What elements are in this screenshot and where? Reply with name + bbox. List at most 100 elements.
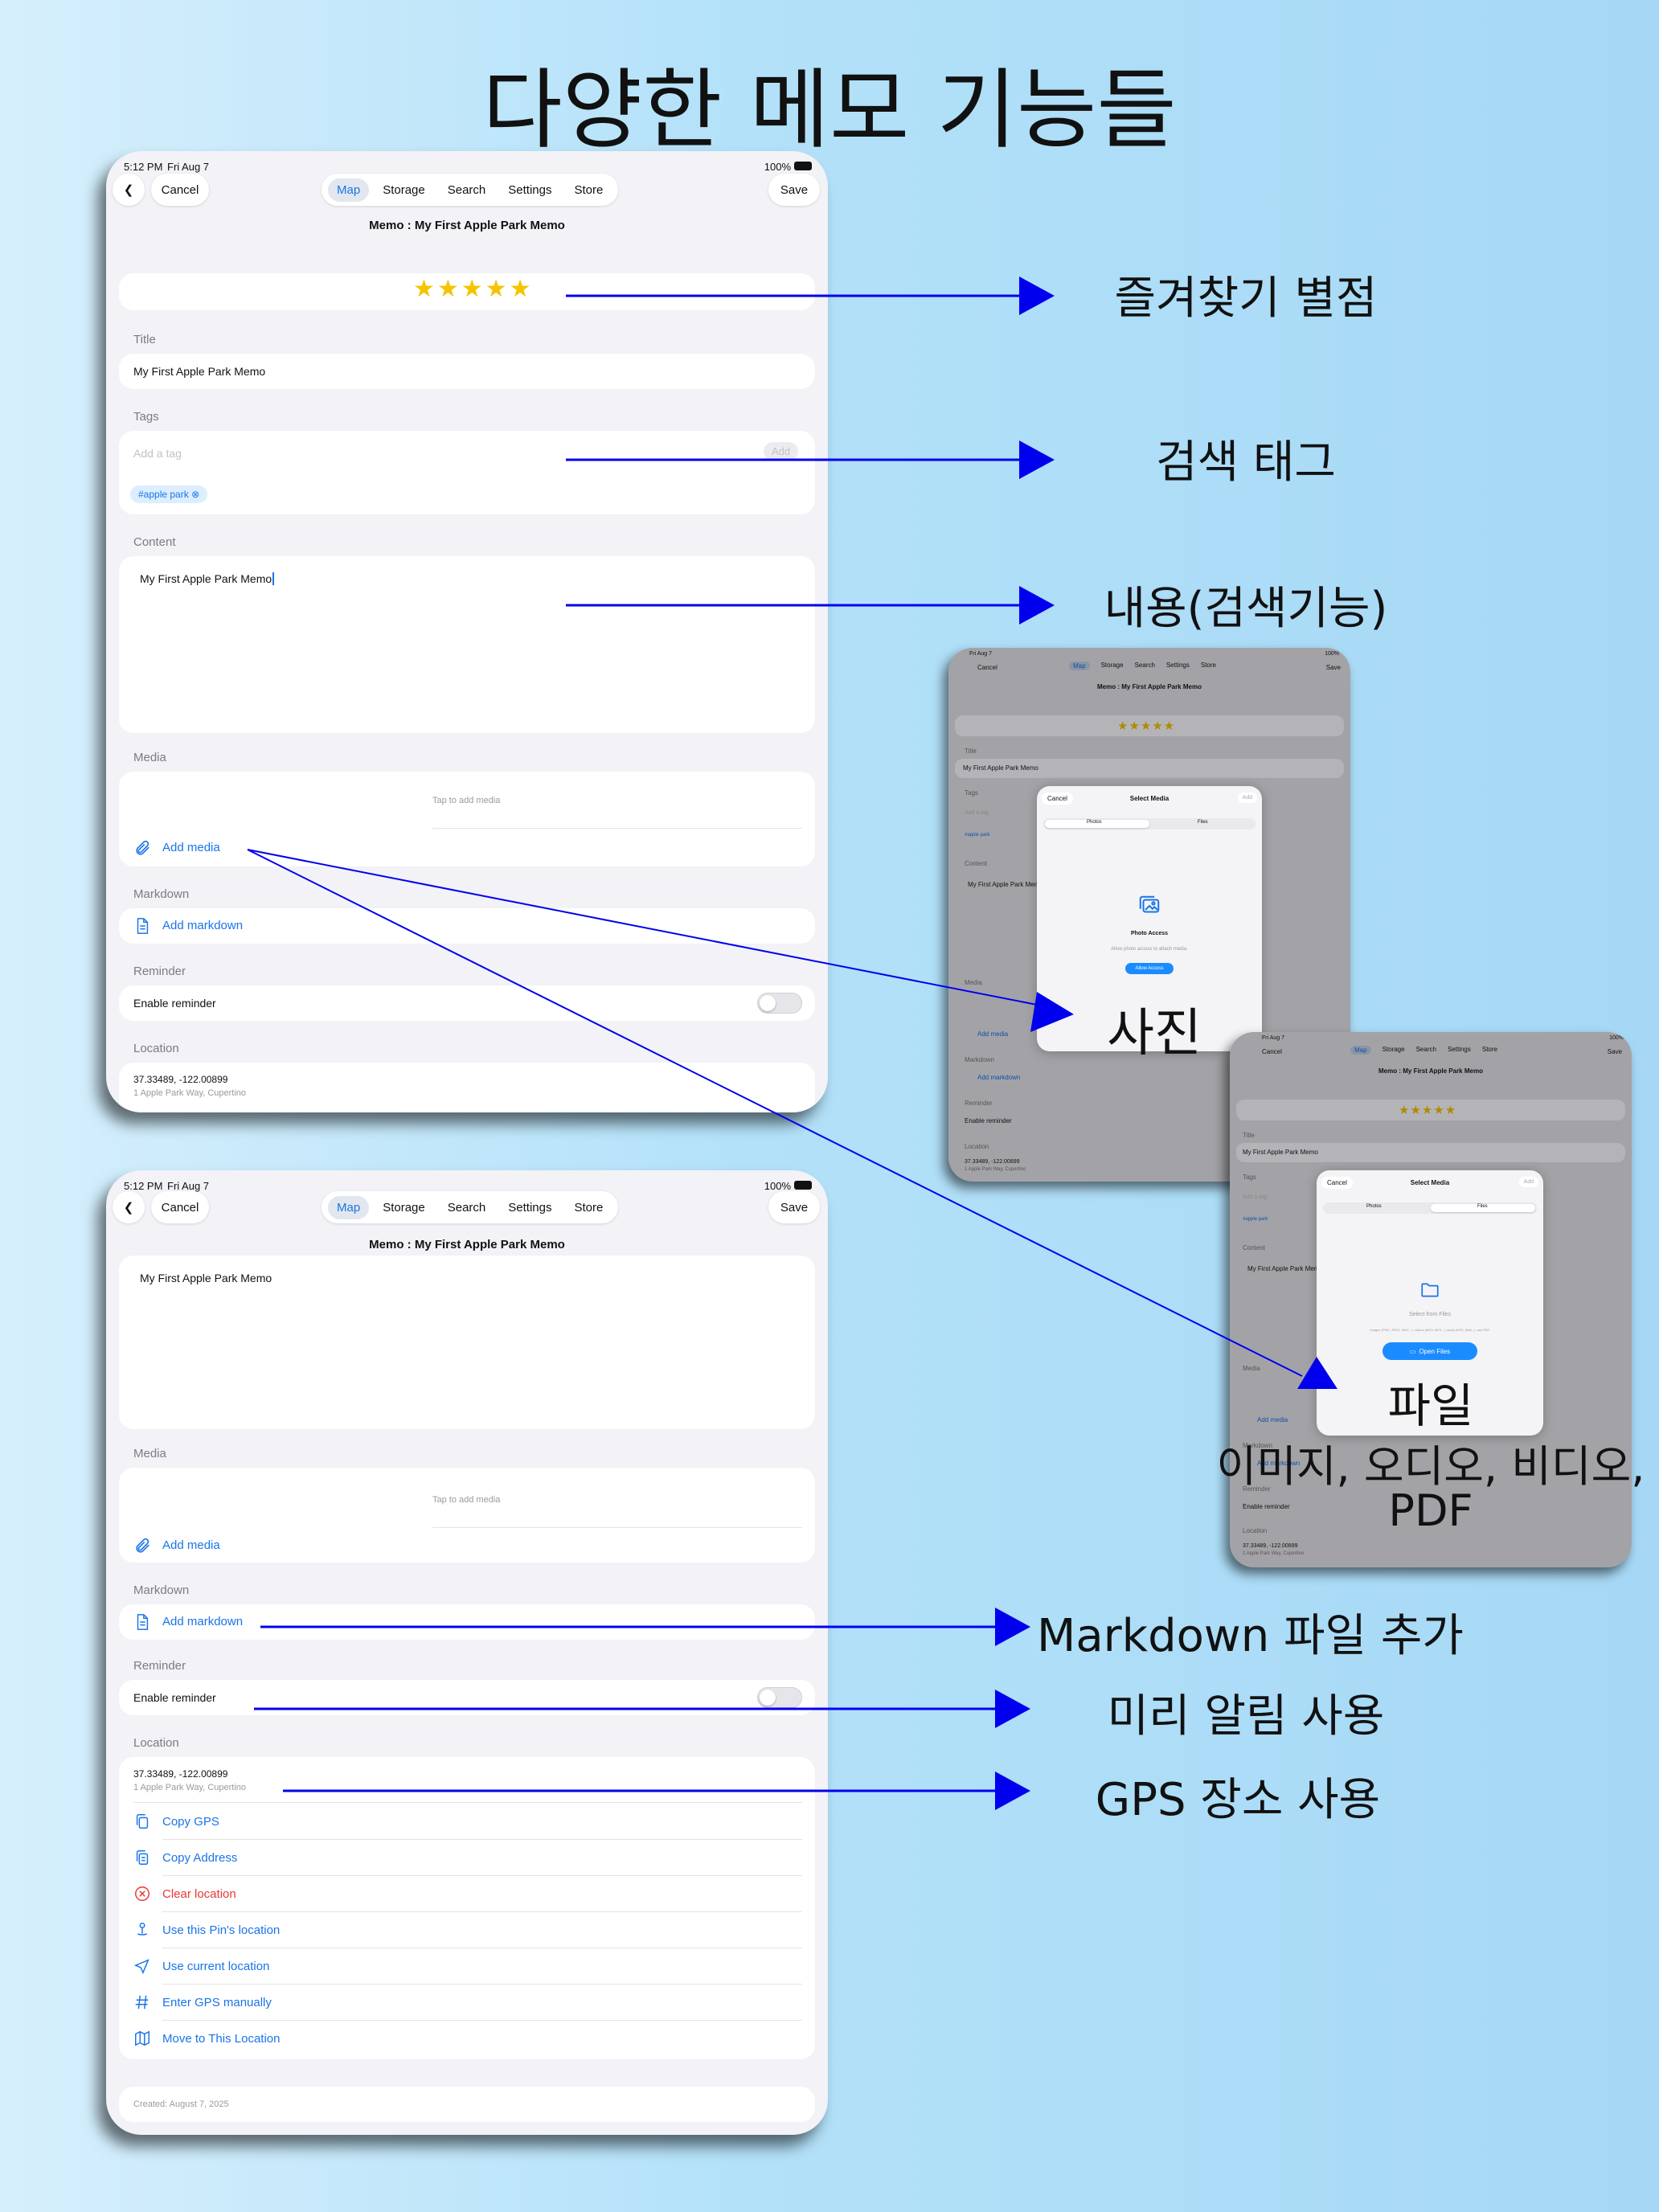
save-button[interactable]: Save: [768, 174, 820, 206]
sheet-add-button[interactable]: Add: [1518, 1177, 1538, 1187]
star-rating[interactable]: ★★★★★: [1399, 1104, 1457, 1117]
tab-store[interactable]: Store: [574, 182, 604, 197]
allow-access-button[interactable]: Allow Access: [1125, 963, 1174, 974]
callout-markdown: Markdown 파일 추가: [1037, 1610, 1464, 1662]
location-divider: [133, 1802, 802, 1803]
tag-input[interactable]: Add a tag: [965, 810, 989, 816]
arrowhead-favorites: [1019, 276, 1055, 315]
clear-location-button[interactable]: Clear location: [162, 1887, 236, 1901]
segment-photos-label[interactable]: Photos: [1366, 1204, 1382, 1209]
location-address: 1 Apple Park Way, Cupertino: [965, 1167, 1026, 1172]
add-markdown-button[interactable]: Add markdown: [1257, 1460, 1301, 1467]
add-media-button[interactable]: Add media: [1257, 1416, 1288, 1423]
location-coords: 37.33489, -122.00899: [965, 1159, 1020, 1165]
tab-search[interactable]: Search: [1415, 1046, 1436, 1053]
add-media-button[interactable]: Add media: [977, 1030, 1009, 1038]
segment-photos[interactable]: [1045, 820, 1149, 828]
tab-storage[interactable]: Storage: [383, 1200, 425, 1215]
memo-heading: Memo : My First Apple Park Memo: [369, 219, 565, 232]
add-markdown-button[interactable]: Add markdown: [977, 1074, 1021, 1081]
add-media-button[interactable]: Add media: [162, 1538, 220, 1552]
tab-search[interactable]: Search: [447, 182, 486, 197]
tab-store[interactable]: Store: [1481, 1046, 1497, 1053]
save-button[interactable]: Save: [1607, 1048, 1622, 1055]
title-field[interactable]: [955, 759, 1344, 778]
title-field[interactable]: [119, 354, 815, 389]
back-button[interactable]: ❮: [113, 174, 145, 206]
tab-map[interactable]: Map: [328, 178, 370, 202]
segment-files[interactable]: [1431, 1204, 1535, 1212]
tab-storage[interactable]: Storage: [383, 182, 425, 197]
tab-storage[interactable]: Storage: [1382, 1046, 1405, 1053]
photo-access-desc: Allow photo access to attach media.: [1111, 947, 1188, 952]
tab-store[interactable]: Store: [574, 1200, 604, 1215]
move-to-location-button[interactable]: Move to This Location: [162, 2032, 281, 2046]
tag-chip-apple-park[interactable]: #apple park: [965, 833, 990, 838]
enter-gps-manually-button[interactable]: Enter GPS manually: [162, 1996, 272, 2009]
tab-store[interactable]: Store: [1200, 662, 1216, 669]
add-markdown-button[interactable]: Add markdown: [162, 1615, 244, 1628]
media-divider: [432, 1527, 802, 1528]
map-icon: [133, 2030, 151, 2047]
status-battery: 100%: [764, 161, 791, 173]
reminder-toggle[interactable]: [757, 993, 802, 1014]
rating-card: [955, 715, 1344, 736]
created-card: [119, 2087, 815, 2122]
arrowhead-reminder: [995, 1690, 1030, 1728]
arrowhead-content: [1019, 586, 1055, 625]
sheet-cancel-button[interactable]: Cancel: [1321, 1177, 1353, 1189]
location-card: [119, 1063, 815, 1112]
tab-settings[interactable]: Settings: [1447, 1046, 1471, 1053]
save-button[interactable]: Save: [768, 1191, 820, 1223]
callout-tags: 검색 태그: [1156, 436, 1336, 489]
use-current-location-button[interactable]: Use current location: [162, 1960, 270, 1973]
title-value: My First Apple Park Memo: [963, 764, 1038, 772]
tag-input[interactable]: Add a tag: [133, 447, 182, 460]
tag-input[interactable]: Add a tag: [1243, 1194, 1267, 1200]
title-label: Title: [1243, 1132, 1255, 1139]
media-card: [119, 1468, 815, 1563]
star-rating[interactable]: ★★★★★: [413, 276, 534, 302]
content-editor[interactable]: [119, 556, 815, 733]
copy-document-icon: [133, 1849, 151, 1866]
sheet-add-button[interactable]: Add: [1237, 793, 1257, 803]
tab-settings[interactable]: Settings: [508, 1200, 552, 1215]
reminder-toggle[interactable]: [757, 1687, 802, 1708]
cancel-button[interactable]: Cancel: [1262, 1048, 1282, 1055]
photo-access-title: Photo Access: [1130, 931, 1169, 936]
use-pin-location-button[interactable]: Use this Pin's location: [162, 1923, 281, 1937]
tab-map[interactable]: Map: [1069, 662, 1090, 670]
location-coords: 37.33489, -122.00899: [133, 1074, 228, 1085]
close-circle-icon[interactable]: ⊗: [191, 489, 200, 500]
cancel-button[interactable]: Cancel: [151, 174, 209, 206]
tag-chip-apple-park[interactable]: #apple park ⊗: [130, 485, 208, 503]
cancel-button[interactable]: Cancel: [151, 1191, 209, 1223]
open-files-button[interactable]: ▭Open Files: [1382, 1342, 1477, 1360]
add-markdown-button[interactable]: Add markdown: [162, 919, 244, 932]
save-button[interactable]: Save: [1325, 664, 1341, 671]
tab-settings[interactable]: Settings: [1165, 662, 1190, 669]
tag-chip-apple-park[interactable]: #apple park: [1243, 1217, 1268, 1222]
media-label: Media: [965, 979, 982, 986]
top-tab-bar: Map Storage Search Settings Store: [1350, 1046, 1497, 1055]
tab-settings[interactable]: Settings: [508, 182, 552, 197]
star-rating[interactable]: ★★★★★: [1117, 719, 1176, 733]
sheet-cancel-button[interactable]: Cancel: [1042, 793, 1073, 805]
status-date: Fri Aug 7: [167, 161, 210, 173]
cancel-button[interactable]: Cancel: [977, 664, 997, 671]
tab-storage[interactable]: Storage: [1100, 662, 1124, 669]
tab-map[interactable]: Map: [328, 1195, 370, 1219]
sheet-title: Select Media: [1129, 795, 1169, 802]
copy-address-button[interactable]: Copy Address: [162, 1851, 238, 1865]
status-date: Fri Aug 7: [1262, 1035, 1285, 1041]
tab-search[interactable]: Search: [1134, 662, 1155, 669]
add-tag-button[interactable]: Add: [764, 442, 799, 461]
status-battery: 100%: [1609, 1035, 1624, 1041]
location-address: 1 Apple Park Way, Cupertino: [133, 1088, 247, 1098]
tab-map[interactable]: Map: [1350, 1046, 1371, 1055]
tab-search[interactable]: Search: [447, 1200, 486, 1215]
back-button[interactable]: ❮: [113, 1191, 145, 1223]
copy-gps-button[interactable]: Copy GPS: [162, 1815, 219, 1829]
segment-files-label[interactable]: Files: [1198, 820, 1208, 825]
add-media-button[interactable]: Add media: [162, 841, 220, 854]
